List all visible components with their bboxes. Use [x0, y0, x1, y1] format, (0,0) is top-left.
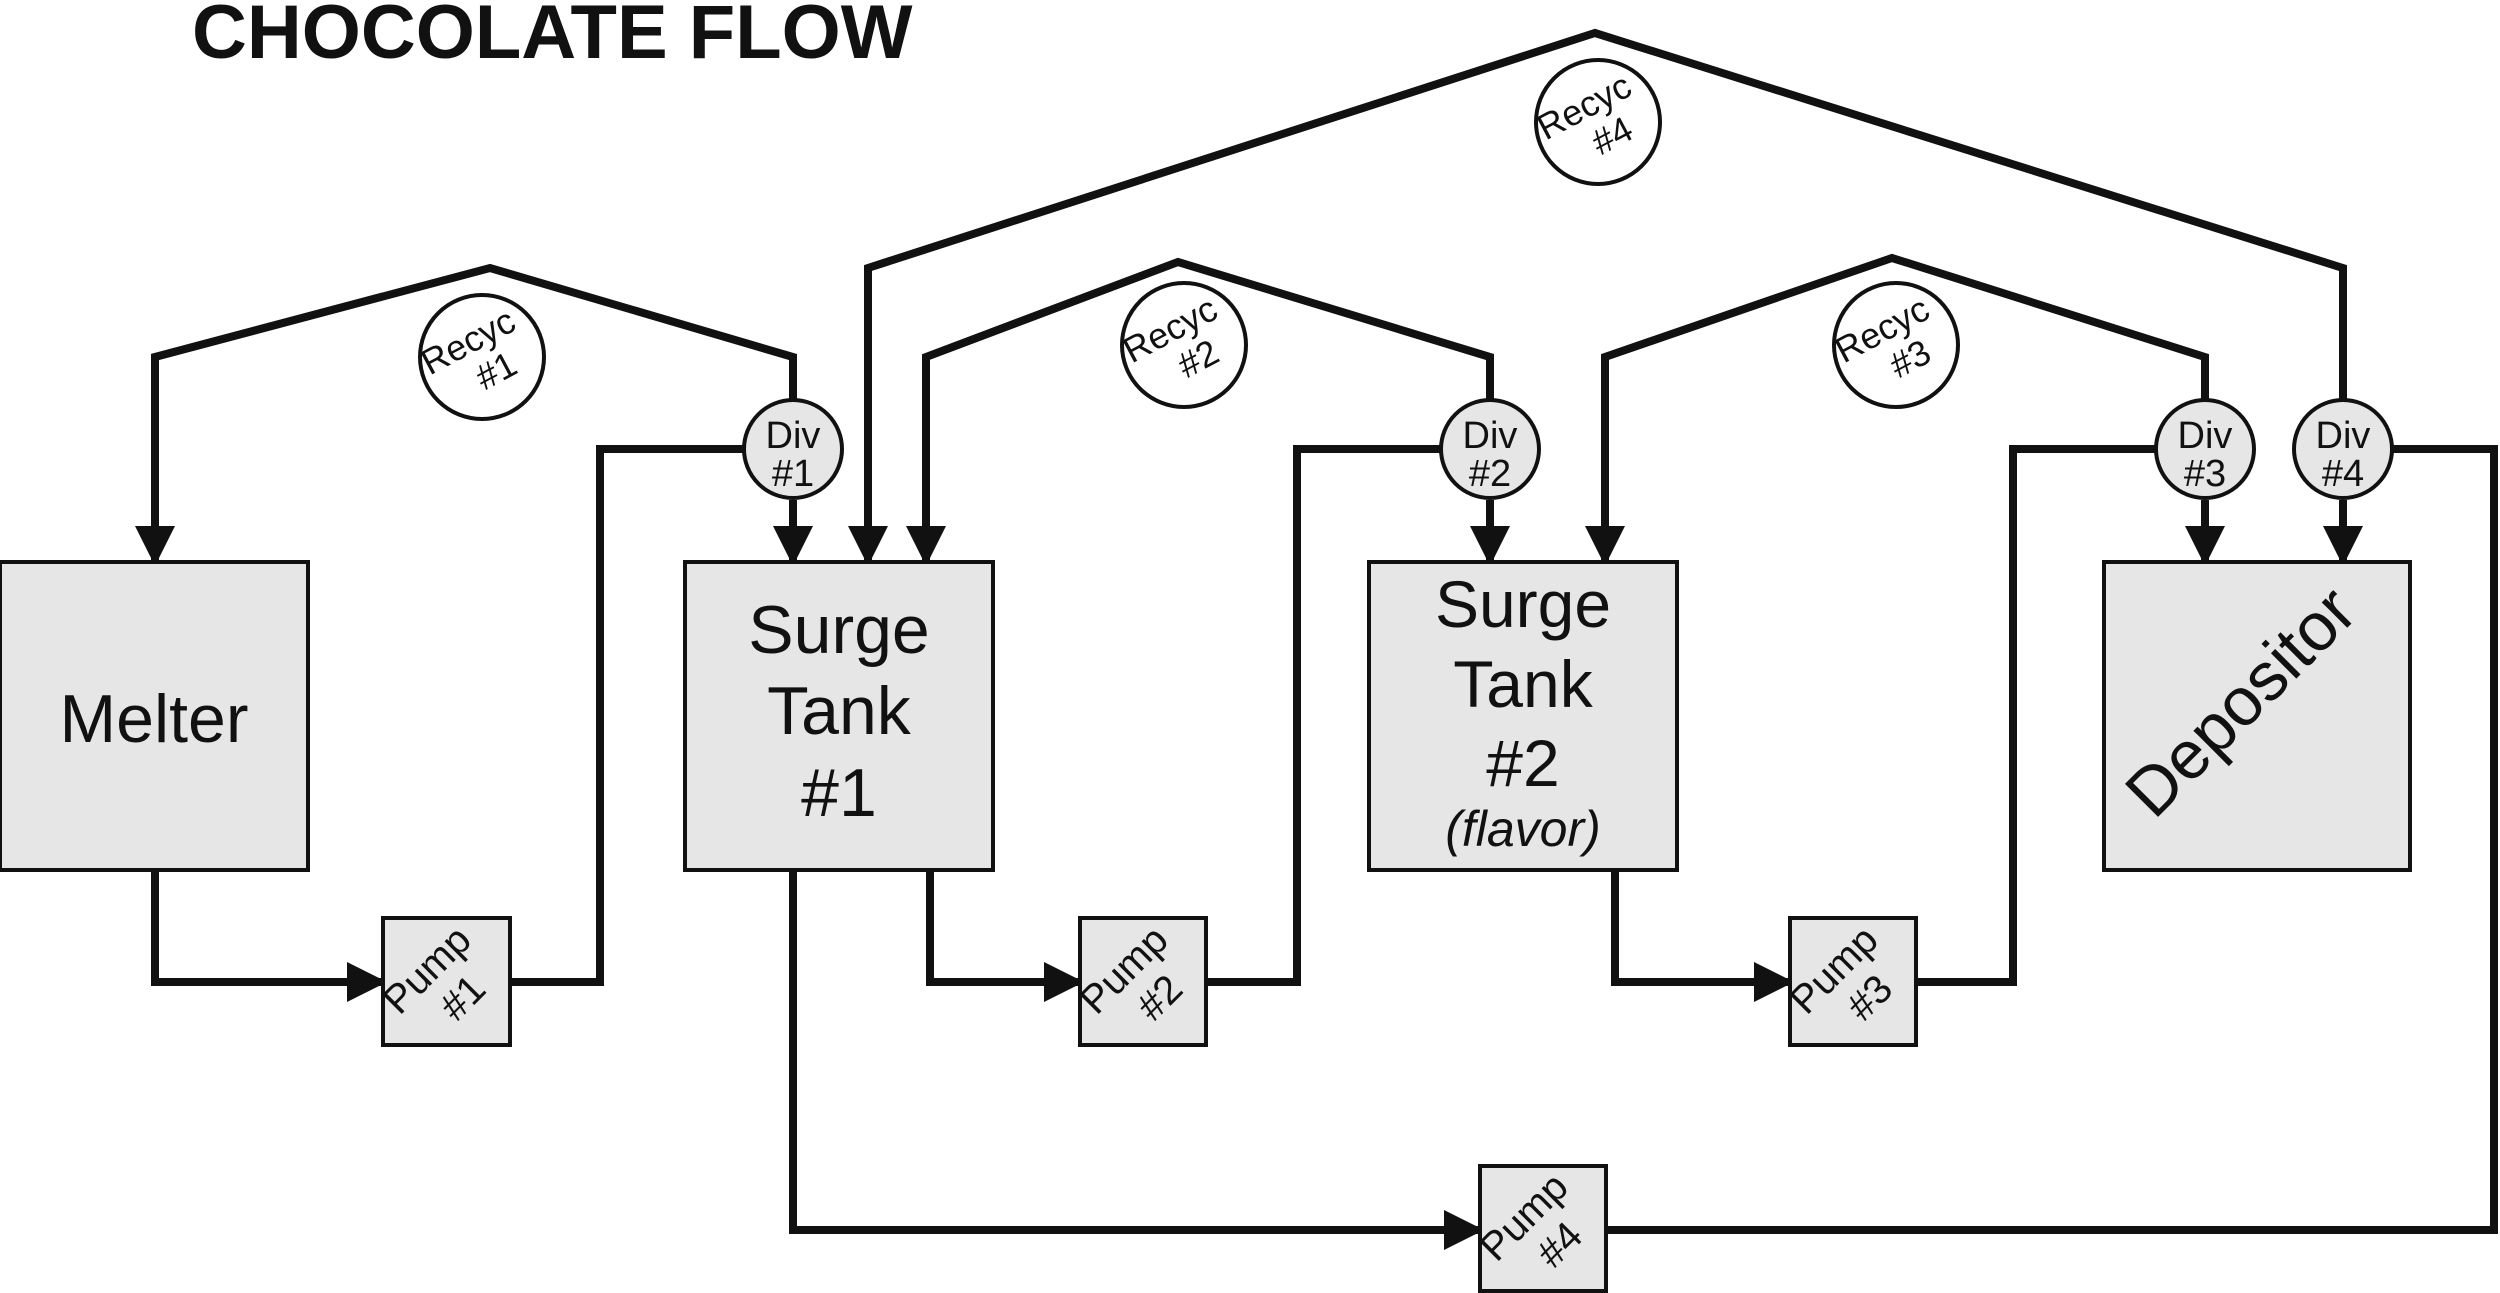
pump-1: Pump #1 [375, 916, 512, 1047]
pump-4-box [1478, 1164, 1608, 1293]
depositor-box [2102, 560, 2412, 872]
surge-tank-2-note: (flavor) [1445, 801, 1601, 857]
surge-tank-2-line-2: Tank [1453, 647, 1593, 721]
surge-tank-2-box [1367, 560, 1679, 872]
diverter-2-line-1: Div [1463, 415, 1518, 457]
surge1-to-pump2-line [926, 870, 1084, 1002]
recycle-1-line [135, 263, 797, 566]
recycle-2: Recyc #2 [1116, 281, 1248, 409]
diverter-1-line-1: Div [766, 415, 821, 457]
pump-3: Pump #3 [1782, 916, 1918, 1047]
recycle-4-circle [1534, 58, 1662, 186]
recycle-1-circle [418, 293, 546, 421]
melter: Melter [0, 560, 310, 872]
recycle-3-line [1585, 253, 2209, 566]
surge-tank-1-box [683, 560, 995, 872]
surge-tank-1-line-3: #1 [801, 755, 877, 831]
recycle-4: Recyc #4 [1530, 58, 1662, 186]
pump4-to-div4-line [1606, 445, 2498, 1234]
recycle-3: Recyc #3 [1828, 281, 1960, 409]
diverter-3-line-1: Div [2178, 415, 2233, 457]
diverter-4-line-2: #4 [2322, 453, 2364, 495]
diverter-1: Div #1 [742, 398, 844, 500]
melter-label: Melter [60, 681, 249, 757]
melter-box [0, 560, 310, 872]
diagram-title: CHOCOLATE FLOW [192, 0, 913, 75]
diverter-2-circle [1439, 398, 1541, 500]
surge1-to-pump4-line [789, 870, 1484, 1250]
diverter-2: Div #2 [1439, 398, 1541, 500]
recycle-4-line [848, 28, 2347, 566]
pump2-to-div2-line [1206, 445, 1443, 986]
diverter-3: Div #3 [2154, 398, 2256, 500]
pump-2-box [1078, 916, 1208, 1047]
diverter-4-circle [2292, 398, 2394, 500]
recycle-2-line [906, 257, 1494, 566]
depositor: Depositor [2102, 560, 2412, 872]
melter-to-pump1-line [151, 870, 387, 1002]
diverter-1-line-2: #1 [772, 453, 814, 495]
surge-tank-1-line-2: Tank [767, 673, 912, 749]
recycle-3-circle [1832, 281, 1960, 409]
pump-2: Pump #2 [1072, 916, 1208, 1047]
recycle-2-circle [1120, 281, 1248, 409]
pump3-to-div3-line [1916, 445, 2158, 986]
surge-tank-2-line-1: Surge [1435, 567, 1611, 641]
pump-4: Pump #4 [1472, 1164, 1608, 1293]
diverter-4: Div #4 [2292, 398, 2394, 500]
surge2-to-pump3-line [1611, 870, 1794, 1002]
pump1-to-div1-line [510, 445, 747, 986]
surge-tank-1-line-1: Surge [748, 592, 929, 668]
diverter-1-circle [742, 398, 844, 500]
diverter-3-circle [2154, 398, 2256, 500]
surge-tank-1: Surge Tank #1 [683, 560, 995, 872]
diverter-2-line-2: #2 [1469, 453, 1511, 495]
recycle-1: Recyc #1 [414, 293, 546, 421]
diverter-3-line-2: #3 [2184, 453, 2226, 495]
surge-tank-2-line-3: #2 [1486, 726, 1559, 800]
diverter-4-line-1: Div [2316, 415, 2371, 457]
surge-tank-2: Surge Tank #2 (flavor) [1367, 560, 1679, 872]
pump-3-box [1788, 916, 1918, 1047]
flow-lines [135, 28, 2498, 1250]
pump-1-box [381, 916, 512, 1047]
